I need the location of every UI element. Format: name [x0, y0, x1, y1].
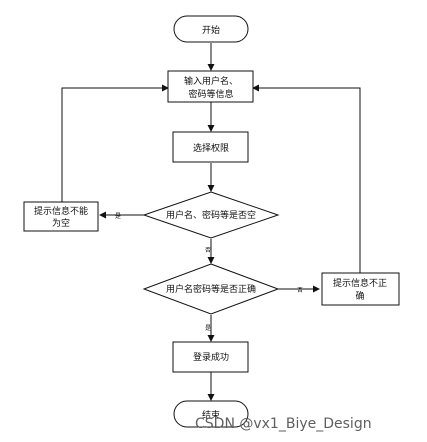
input-node: 输入用户名、 密码等信息 [167, 70, 254, 103]
empty-message-node: 提示信息不能 为空 [23, 201, 99, 232]
incorrect-message-node: 提示信息不正 确 [321, 272, 400, 306]
watermark: CSDN @vx1_Biye_Design [195, 416, 372, 432]
correct-no-label: 否 [297, 287, 303, 294]
arrow-incorrect-message-back [252, 84, 361, 273]
select-permission-node: 选择权限 [172, 131, 249, 163]
empty-yes-label: 是 [115, 213, 121, 220]
end-label: 结束 [202, 409, 220, 421]
select-permission-label: 选择权限 [193, 142, 229, 154]
input-label-line-2: 密码等信息 [188, 88, 233, 100]
check-empty-label: 用户名、密码等是否空 [166, 209, 256, 221]
check-correct-label: 用户名密码等是否正确 [166, 283, 256, 295]
login-success-node: 登录成功 [172, 341, 249, 373]
check-correct-decision: 用户名密码等是否正确 [142, 263, 280, 315]
start-node: 开始 [173, 15, 249, 43]
input-label-line-1: 输入用户名、 [184, 75, 238, 87]
empty-message-line-1: 提示信息不能 [34, 205, 88, 217]
check-empty-decision: 用户名、密码等是否空 [142, 191, 280, 239]
empty-no-label: 否 [205, 247, 211, 254]
arrow-empty-message-back [61, 84, 169, 202]
end-node: 结束 [173, 400, 249, 428]
start-label: 开始 [202, 24, 220, 36]
correct-yes-label: 是 [205, 325, 211, 332]
login-success-label: 登录成功 [193, 351, 229, 363]
incorrect-message-line-2: 确 [355, 290, 364, 302]
empty-message-line-2: 为空 [52, 217, 70, 229]
incorrect-message-line-1: 提示信息不正 [333, 277, 387, 289]
